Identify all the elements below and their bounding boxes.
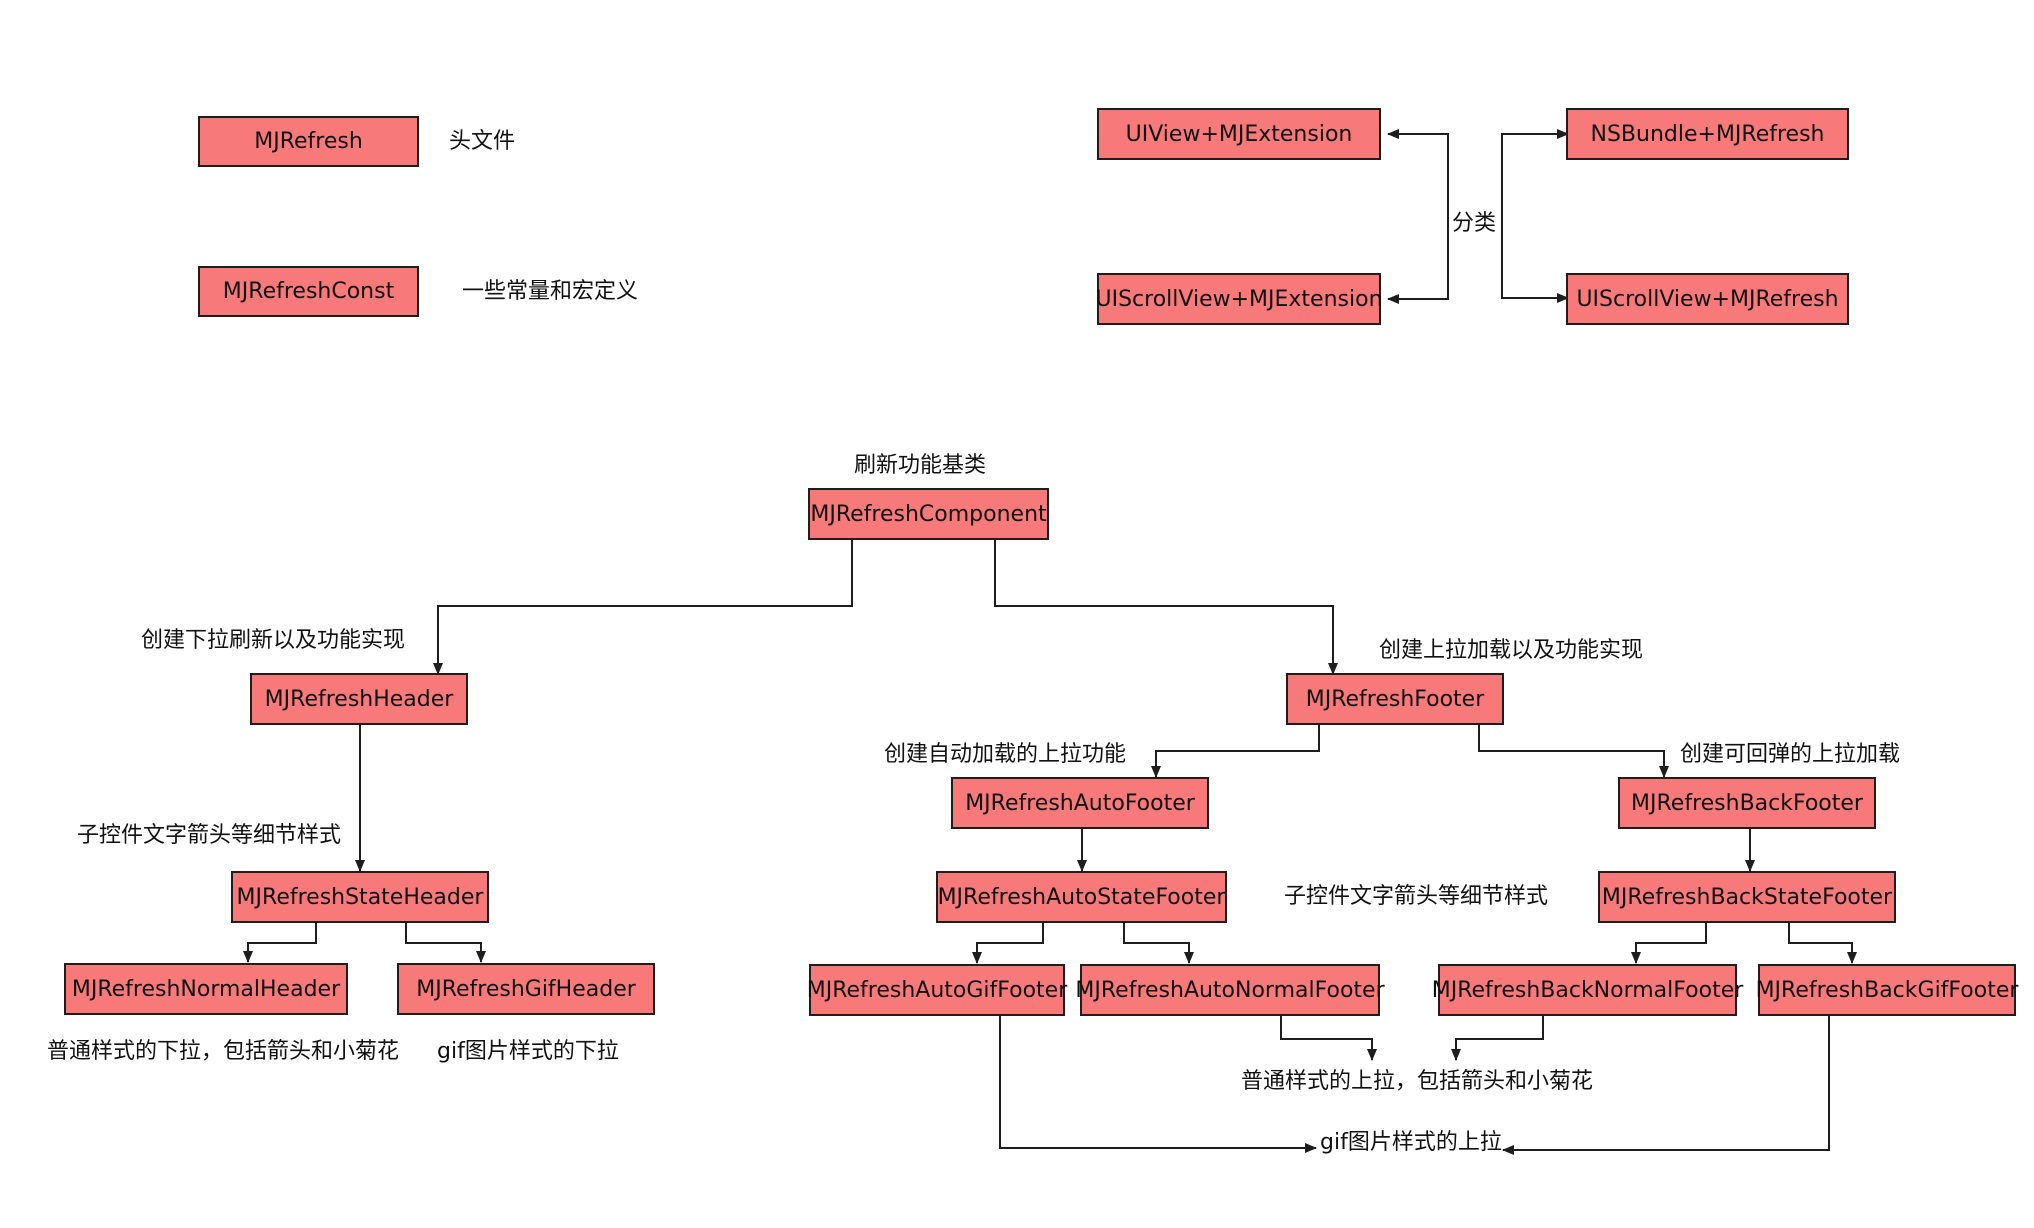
edge-back-normal-to-normal-label <box>1451 1016 1544 1061</box>
mjrefresh-const-box: MJRefreshConst <box>198 266 419 317</box>
edge-back-gif-to-gif-label <box>1502 1016 1830 1155</box>
edge-component-to-header <box>433 540 853 675</box>
mjrefresh-header-box: MJRefreshHeader <box>250 673 468 725</box>
gif-pull-down-label: gif图片样式的下拉 <box>437 1039 619 1064</box>
mjrefresh-auto-footer-box: MJRefreshAutoFooter <box>951 777 1209 829</box>
header-file-label: 头文件 <box>449 129 516 154</box>
edge-category-to-uiscrollview-refresh <box>1501 268 1569 303</box>
auto-load-label: 创建自动加载的上拉功能 <box>884 742 1127 767</box>
uiview-extension-box: UIView+MJExtension <box>1097 108 1381 160</box>
edge-footer-to-auto <box>1151 724 1320 778</box>
mjrefresh-back-normal-footer-box: MJRefreshBackNormalFooter <box>1432 964 1743 1016</box>
edge-auto-gif-to-gif-label <box>999 1016 1317 1153</box>
edge-state-header-to-gif <box>405 923 486 963</box>
edge-state-header-to-normal <box>243 923 317 963</box>
edge-category-to-uiview-ext <box>1387 129 1449 268</box>
gif-pull-up-label: gif图片样式的上拉 <box>1320 1130 1502 1155</box>
pull-down-label: 创建下拉刷新以及功能实现 <box>141 628 406 653</box>
base-class-label: 刷新功能基类 <box>854 453 987 478</box>
edge-back-state-to-back-normal <box>1631 923 1707 964</box>
edge-component-to-footer <box>994 540 1338 675</box>
uiscrollview-extension-box: UIScrollView+MJExtension <box>1096 273 1383 325</box>
mjrefresh-state-header-box: MJRefreshStateHeader <box>231 871 489 923</box>
mjrefresh-normal-header-box: MJRefreshNormalHeader <box>64 963 348 1015</box>
uiscrollview-mjrefresh-box: UIScrollView+MJRefresh <box>1566 273 1849 325</box>
constants-label: 一些常量和宏定义 <box>462 279 639 304</box>
subcontrols-right-label: 子控件文字箭头等细节样式 <box>1284 884 1549 909</box>
mjrefresh-footer-box: MJRefreshFooter <box>1286 673 1504 725</box>
edge-auto-state-to-auto-gif <box>972 923 1044 964</box>
mjrefresh-gif-header-box: MJRefreshGifHeader <box>397 963 655 1015</box>
mjrefresh-back-gif-footer-box: MJRefreshBackGifFooter <box>1756 964 2018 1016</box>
category-label: 分类 <box>1452 211 1497 236</box>
mjrefresh-auto-normal-footer-box: MJRefreshAutoNormalFooter <box>1075 964 1385 1016</box>
mjrefresh-component-box: MJRefreshComponent <box>808 488 1049 540</box>
mjrefresh-back-footer-box: MJRefreshBackFooter <box>1618 777 1876 829</box>
edge-category-to-uiscrollview-ext <box>1387 268 1449 304</box>
mjrefresh-auto-state-footer-box: MJRefreshAutoStateFooter <box>936 871 1227 923</box>
edge-auto-state-to-auto-normal <box>1123 923 1194 964</box>
normal-pull-up-label: 普通样式的上拉，包括箭头和小菊花 <box>1241 1069 1594 1094</box>
edge-back-state-to-back-gif <box>1788 923 1857 964</box>
bounce-load-label: 创建可回弹的上拉加载 <box>1680 742 1901 767</box>
mjrefresh-back-state-footer-box: MJRefreshBackStateFooter <box>1598 871 1896 923</box>
edge-footer-to-back <box>1478 724 1669 778</box>
edge-category-to-nsbundle <box>1501 129 1569 268</box>
edge-auto-normal-to-normal-label <box>1280 1016 1377 1061</box>
subcontrols-left-label: 子控件文字箭头等细节样式 <box>77 823 342 848</box>
mjrefresh-auto-gif-footer-box: MJRefreshAutoGifFooter <box>807 964 1067 1016</box>
normal-pull-down-label: 普通样式的下拉，包括箭头和小菊花 <box>47 1039 400 1064</box>
pull-up-label: 创建上拉加载以及功能实现 <box>1379 638 1644 663</box>
nsbundle-mjrefresh-box: NSBundle+MJRefresh <box>1566 108 1849 160</box>
mjrefresh-box: MJRefresh <box>198 116 419 167</box>
